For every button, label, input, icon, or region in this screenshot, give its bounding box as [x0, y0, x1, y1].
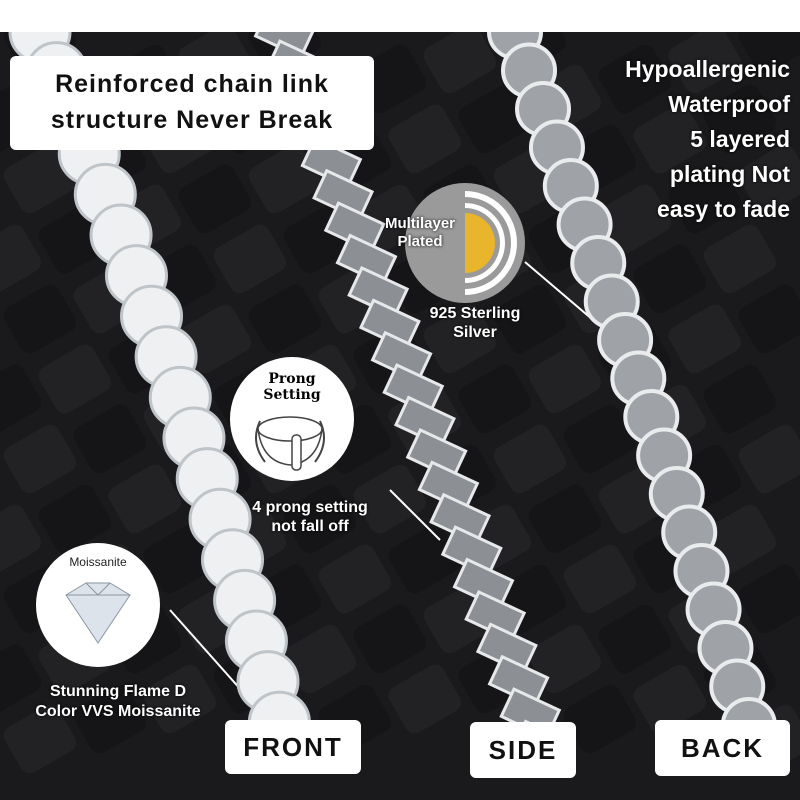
- plating-layers-icon: [405, 183, 525, 303]
- weave-tile: [598, 44, 672, 114]
- weave-tile: [73, 684, 147, 754]
- weave-tile: [738, 144, 800, 214]
- weave-tile: [703, 224, 777, 294]
- plating-caption: 925 Sterling Silver: [405, 304, 545, 342]
- weave-tile: [388, 104, 462, 174]
- weave-tile: [703, 84, 777, 154]
- weave-tile: [528, 484, 602, 554]
- weave-tile: [108, 464, 182, 534]
- weave-tile: [0, 504, 42, 574]
- features-text: Hypoallergenic Waterproof 5 layered plat…: [625, 52, 790, 227]
- weave-tile: [668, 304, 742, 374]
- plating-badge-line2: Plated: [397, 233, 443, 250]
- headline-box: Reinforced chain link structure Never Br…: [10, 56, 374, 150]
- weave-tile: [633, 104, 707, 174]
- weave-tile: [563, 684, 637, 754]
- weave-tile: [3, 144, 77, 214]
- weave-tile: [703, 364, 777, 434]
- prong-caption-line2: not fall off: [271, 518, 349, 535]
- feature-line: Waterproof: [668, 91, 790, 117]
- weave-tile: [0, 364, 42, 434]
- plating-caption-line2: Silver: [453, 324, 497, 341]
- weave-tile: [3, 284, 77, 354]
- weave-tile: [248, 284, 322, 354]
- weave-tile: [738, 424, 800, 494]
- weave-tile: [633, 244, 707, 314]
- moissanite-badge: Moissanite: [36, 543, 160, 667]
- back-view-label: BACK: [655, 720, 790, 776]
- prong-badge-line2: Setting: [263, 387, 321, 403]
- weave-tile: [388, 664, 462, 734]
- weave-tile: [668, 32, 742, 94]
- plating-badge-line1: Multilayer: [384, 215, 456, 232]
- weave-tile: [178, 164, 252, 234]
- weave-tile: [563, 544, 637, 614]
- weave-tile: [528, 344, 602, 414]
- weave-tile: [38, 484, 112, 554]
- weave-tile: [493, 284, 567, 354]
- weave-tile: [38, 344, 112, 414]
- weave-tile: [738, 32, 800, 74]
- feature-line: plating Not: [669, 161, 790, 187]
- weave-tile: [318, 544, 392, 614]
- weave-tile: [598, 604, 672, 674]
- feature-line: Hypoallergenic: [625, 56, 790, 82]
- moissanite-caption-line1: Stunning Flame D: [50, 683, 186, 700]
- moissanite-caption: Stunning Flame D Color VVS Moissanite: [8, 682, 228, 722]
- weave-tile: [738, 564, 800, 634]
- prong-caption-line1: 4 prong setting: [252, 499, 368, 516]
- weave-tile: [73, 404, 147, 474]
- leader-line: [389, 489, 441, 541]
- weave-tile: [633, 664, 707, 734]
- weave-tile: [458, 364, 532, 434]
- prong-setting-badge: Prong Setting: [230, 357, 354, 481]
- weave-tile: [3, 704, 77, 774]
- weave-tile: [423, 304, 497, 374]
- diamond-icon: [65, 582, 131, 644]
- moissanite-caption-line2: Color VVS Moissanite: [35, 703, 201, 720]
- weave-tile: [423, 32, 497, 94]
- weave-tile: [283, 624, 357, 694]
- weave-tile: [143, 524, 217, 594]
- feature-line: easy to fade: [657, 196, 790, 222]
- weave-tile: [563, 404, 637, 474]
- weave-tile: [493, 424, 567, 494]
- prong-diagram-icon: [255, 416, 325, 471]
- weave-tile: [598, 184, 672, 254]
- weave-tile: [458, 84, 532, 154]
- weave-tile: [738, 284, 800, 354]
- weave-tile: [213, 224, 287, 294]
- plating-caption-line1: 925 Sterling: [429, 305, 521, 322]
- weave-tile: [0, 644, 42, 714]
- prong-badge-line1: Prong: [268, 371, 316, 387]
- plating-badge-label: Multilayer Plated: [370, 215, 470, 251]
- prong-caption: 4 prong setting not fall off: [240, 498, 380, 536]
- weave-tile: [668, 164, 742, 234]
- weave-tile: [3, 424, 77, 494]
- moissanite-badge-label: Moissanite: [69, 555, 127, 569]
- weave-tile: [388, 524, 462, 594]
- feature-line: 5 layered: [690, 126, 790, 152]
- front-view-label: FRONT: [225, 720, 361, 774]
- headline-line2: structure Never Break: [50, 106, 334, 134]
- weave-tile: [143, 664, 217, 734]
- side-view-label: SIDE: [470, 722, 576, 778]
- weave-tile: [353, 604, 427, 674]
- weave-tile: [283, 484, 357, 554]
- headline-line1: Reinforced chain link: [55, 70, 329, 98]
- weave-tile: [353, 464, 427, 534]
- weave-tile: [0, 224, 42, 294]
